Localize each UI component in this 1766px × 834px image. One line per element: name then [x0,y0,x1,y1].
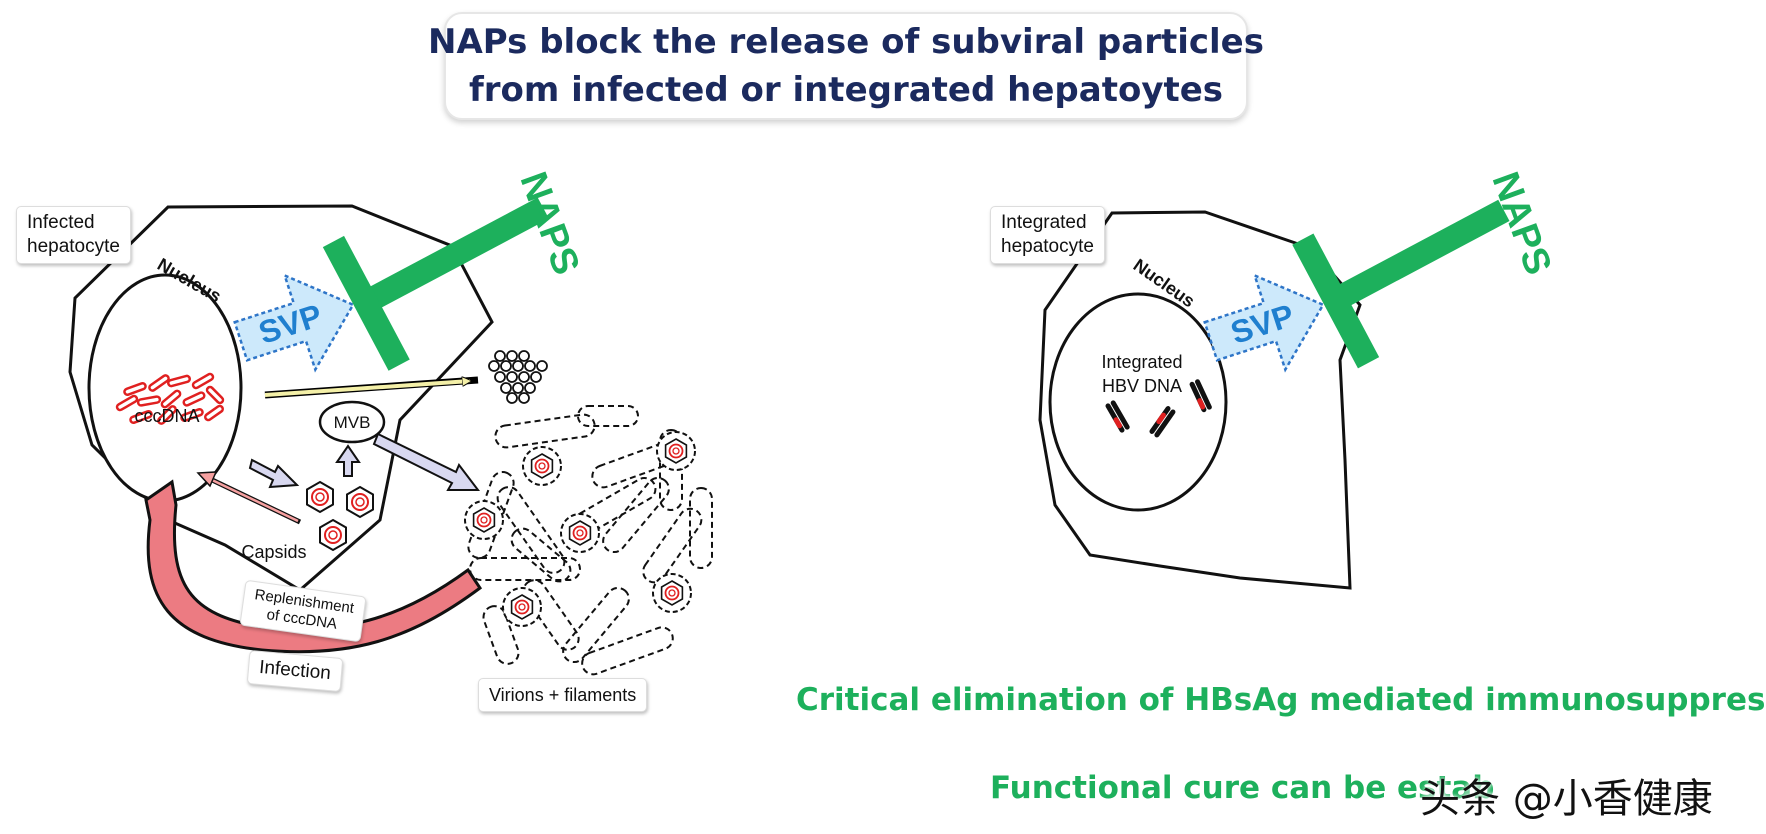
infected-hepatocyte-label-line2: hepatocyte [27,236,120,257]
svp-particles [488,350,548,404]
integrated-dna-label-line1: Integrated [1101,352,1182,372]
svp-arrow-left [233,273,355,373]
mvb [318,400,386,444]
integrated-hepatocyte-label: Integrated hepatocyte [990,206,1105,264]
conclusion-line-2: Functional cure can be estab [990,770,1495,806]
title-line-2: from infected or integrated hepatoytes [468,70,1224,110]
mvb-label: MVB [334,413,371,432]
naps-block-right [1292,199,1510,369]
capsids-cell [306,480,374,552]
integrated-dna-chromosomes [1105,379,1212,438]
virions-filaments [467,405,713,676]
integrated-dna-label-line2: HBV DNA [1102,376,1182,396]
title-line-1: NAPs block the release of subviral parti… [428,22,1264,62]
infected-hepatocyte-label: Infected hepatocyte [16,206,131,264]
nucleus-right [1048,292,1228,512]
capsid-to-mvb-arrow [335,444,361,477]
nucleus-left [87,273,243,503]
integrated-hepatocyte-label-line2: hepatocyte [1001,236,1094,257]
cccdna-squiggles [115,372,225,425]
svp-arrow-right [1203,273,1325,373]
capsids-label: Capsids [241,542,306,562]
virions [464,431,696,627]
cccdna-label: cccDNA [134,406,199,426]
virions-filaments-label-text: Virions + filaments [489,685,637,705]
virions-filaments-label: Virions + filaments [478,678,648,712]
svp-release-arrow-fill [264,381,470,397]
watermark: 头条 @小香健康 [1420,776,1713,822]
replenishment-arrow-head [196,471,218,488]
conclusion-line-1: Critical elimination of HBsAg mediated i… [796,682,1766,718]
replenishment-arrow-fill [211,478,299,523]
integrated-hepatocyte-label-line1: Integrated [1001,212,1087,233]
title-box: NAPs block the release of subviral parti… [428,12,1264,120]
naps-block-left [322,197,549,371]
left-panel: Nucleus cccDNA SVP [68,167,713,676]
mvb-to-virions-arrow [372,432,481,491]
nucleus-to-capsids-arrow [248,458,300,489]
right-panel: Nucleus Integrated HBV DNA SVP NAPS [1038,167,1559,590]
infection-label-text: Infection [258,656,332,685]
infected-hepatocyte-label-line1: Infected [27,212,95,233]
